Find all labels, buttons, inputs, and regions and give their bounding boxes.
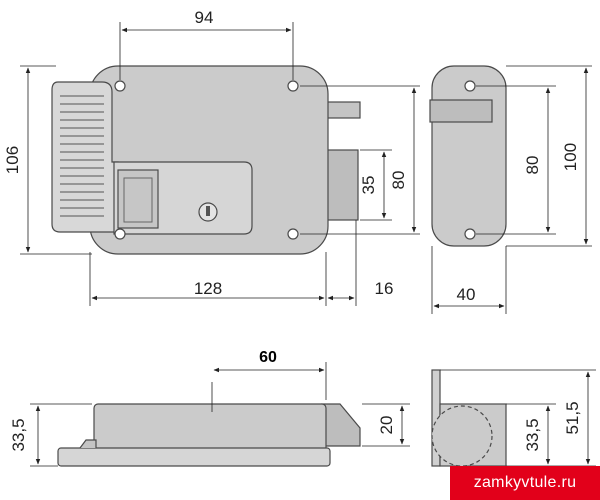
front-view: [51, 65, 361, 255]
site-watermark: zamkyvtule.ru: [450, 466, 600, 500]
dim-100: 100: [561, 143, 580, 171]
dim-106: 106: [3, 146, 22, 174]
dim-80-front: 80: [389, 171, 408, 190]
dim-16: 16: [375, 279, 394, 298]
dim-60: 60: [259, 349, 277, 366]
bottom-dimension-lines: [30, 362, 410, 467]
dim-20: 20: [377, 416, 396, 435]
dim-35: 35: [359, 176, 378, 195]
front-dimension-lines: [20, 22, 420, 306]
handle-grooves: [60, 95, 104, 217]
dim-80-side: 80: [523, 156, 542, 175]
dim-33-5-end: 33,5: [523, 418, 542, 451]
side-view: [429, 65, 507, 247]
side-dimension-labels: 80 100 40: [457, 143, 580, 304]
end-view: [431, 369, 507, 467]
side-handle: [429, 99, 493, 123]
bottom-plate: [57, 447, 331, 467]
dim-128: 128: [194, 279, 222, 298]
end-dimension-labels: 33,5 51,5: [523, 401, 582, 451]
side-dimension-lines: [431, 65, 592, 314]
front-dimension-labels: 94 106 128 16 35 80: [3, 8, 408, 298]
dim-51-5: 51,5: [563, 401, 582, 434]
dim-33-5-bottom: 33,5: [9, 418, 28, 451]
mounting-holes: [114, 80, 299, 240]
side-body: [431, 65, 507, 247]
dim-40: 40: [457, 285, 476, 304]
bottom-dimension-labels: 60 33,5 20: [9, 349, 396, 452]
release-button: [117, 169, 159, 229]
end-knob: [431, 405, 493, 467]
bottom-bolt: [321, 403, 361, 447]
dim-94: 94: [195, 8, 214, 27]
bottom-view: [57, 403, 361, 467]
